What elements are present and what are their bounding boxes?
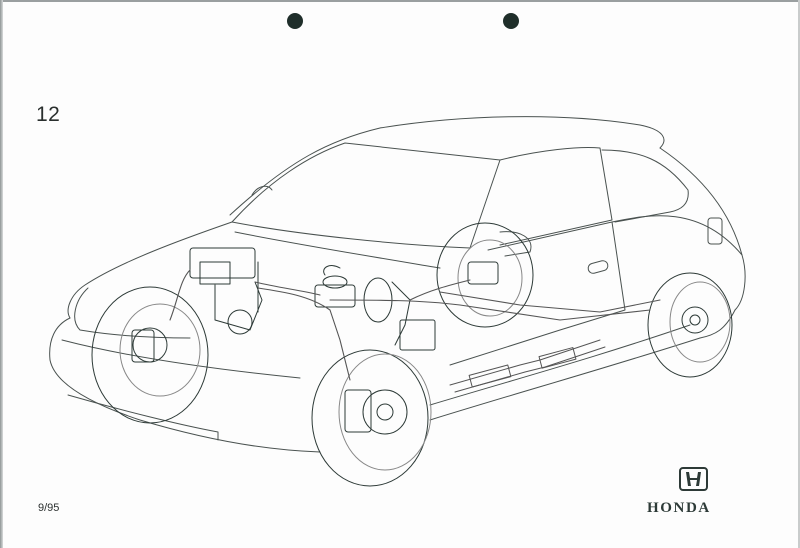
page-number: 12 [36, 103, 61, 126]
rear-right-wheel [647, 272, 733, 378]
brake-booster [363, 277, 436, 351]
car-brake-system-illustration [49, 116, 746, 487]
scan-edge-left [0, 0, 3, 548]
honda-h-mark-icon [679, 467, 708, 491]
car-body-outline [49, 116, 746, 453]
rear-left-wheel [436, 222, 534, 328]
brake-lines [169, 269, 661, 381]
punch-hole-right [503, 13, 519, 29]
scan-edge-top [0, 0, 800, 2]
date-code: 9/95 [38, 502, 60, 514]
front-left-wheel [91, 286, 209, 424]
brake-master-cylinder [314, 265, 356, 308]
front-right-wheel [311, 349, 432, 487]
abs-modulator-unit [189, 247, 263, 335]
exhaust-system [449, 339, 606, 393]
scan-edge-right [798, 0, 800, 548]
brand-wordmark: HONDA [647, 500, 711, 516]
punch-hole-left [287, 13, 303, 29]
